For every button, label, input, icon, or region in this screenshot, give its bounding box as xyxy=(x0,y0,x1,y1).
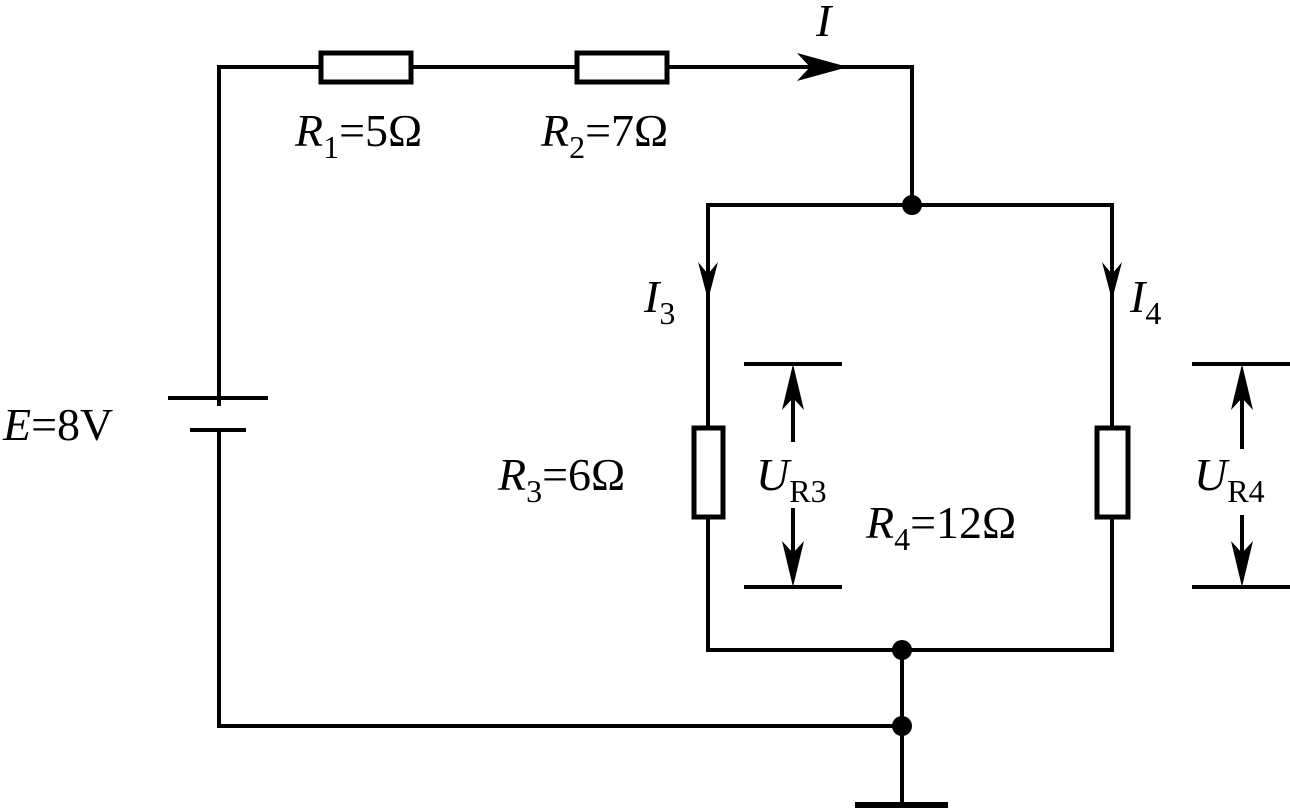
label-current-i3: I3 xyxy=(643,271,675,331)
ur3-up-arrowhead xyxy=(782,364,804,410)
label-r4: R4=12Ω xyxy=(865,497,1016,557)
junction-top xyxy=(902,195,922,215)
top-wire xyxy=(217,65,914,406)
resistor-r2 xyxy=(574,50,670,85)
ur4-down-arrowhead xyxy=(1231,541,1253,587)
label-r2: R2=7Ω xyxy=(540,105,668,165)
battery xyxy=(168,396,268,432)
battery-lower-wire xyxy=(217,430,904,728)
ur4-up-arrowhead xyxy=(1231,364,1253,410)
ur3-down-arrowhead xyxy=(782,541,804,587)
junction-ground xyxy=(892,716,912,736)
junction-bottom xyxy=(892,640,912,660)
label-r1: R1=5Ω xyxy=(294,105,422,165)
label-current-i4: I4 xyxy=(1129,271,1161,331)
resistor-r1 xyxy=(318,50,414,85)
label-ur3: UR3 xyxy=(756,449,827,509)
resistor-r3 xyxy=(691,425,726,520)
current-i4-arrow xyxy=(1102,262,1122,300)
label-ur4: UR4 xyxy=(1194,449,1265,509)
current-i3-arrow xyxy=(698,262,718,300)
label-emf: E=8V xyxy=(2,399,113,450)
resistor-r4 xyxy=(1094,425,1131,520)
label-current-i: I xyxy=(815,0,834,46)
label-r3: R3=6Ω xyxy=(497,449,625,509)
current-i-arrow xyxy=(797,53,848,81)
